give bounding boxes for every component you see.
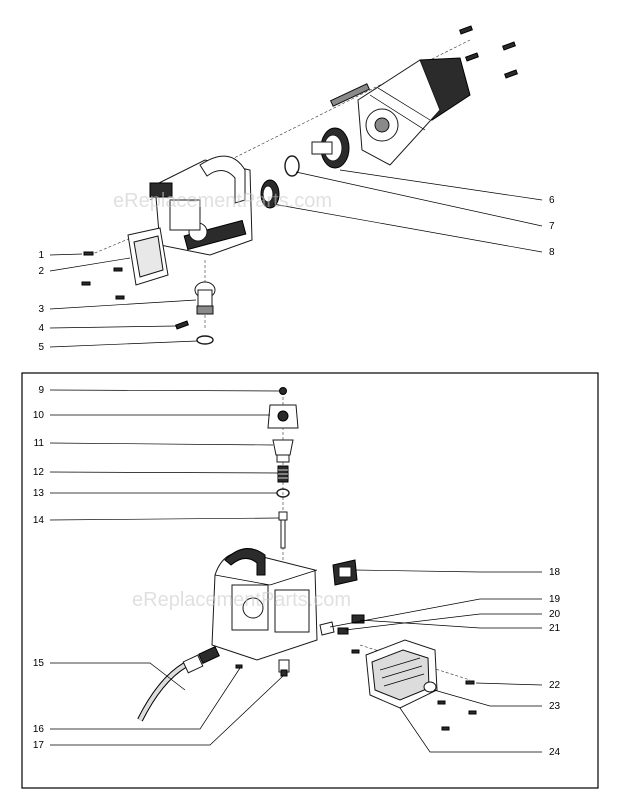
valve-housing-part <box>267 404 299 429</box>
callout-19: 19 <box>549 594 561 605</box>
motor-screws <box>459 25 518 79</box>
pump-housing-part <box>149 155 253 256</box>
callout-18: 18 <box>549 567 561 578</box>
top-assembly <box>81 25 518 345</box>
detail-frame <box>21 372 599 789</box>
callout-22: 22 <box>549 680 561 691</box>
callout-16: 16 <box>33 724 45 735</box>
drive-gear-part <box>311 127 350 169</box>
callout-21: 21 <box>549 623 561 634</box>
callout-20: 20 <box>549 609 561 620</box>
frame-housing-part <box>211 548 318 661</box>
pin-part <box>175 320 189 330</box>
callout-23: 23 <box>549 701 561 712</box>
callout-1: 1 <box>38 250 44 261</box>
callout-4: 4 <box>38 323 44 334</box>
switch-part <box>332 559 358 586</box>
callout-15: 15 <box>33 658 45 669</box>
callout-3: 3 <box>38 304 44 315</box>
callout-17: 17 <box>33 740 45 751</box>
bottom-assembly <box>137 387 477 731</box>
watermark-bottom: eReplacementParts.com <box>132 589 351 611</box>
connector-part <box>351 614 365 624</box>
callout-12: 12 <box>33 467 45 478</box>
gasket-ring-part <box>284 155 300 177</box>
callout-7: 7 <box>549 221 555 232</box>
callout-9: 9 <box>38 385 44 396</box>
motor-part <box>329 57 471 166</box>
bottom-leaders <box>49 389 543 753</box>
callout-13: 13 <box>33 488 45 499</box>
hose-part <box>137 646 220 722</box>
callout-labels: 1 2 3 4 5 6 7 8 9 10 11 12 13 14 15 16 1… <box>33 195 561 758</box>
callout-24: 24 <box>549 747 561 758</box>
callout-2: 2 <box>38 266 44 277</box>
plunger-part <box>278 511 288 549</box>
callout-11: 11 <box>34 438 45 449</box>
pinion-gear-part <box>260 179 280 209</box>
o-ring-part <box>196 335 214 345</box>
valve-seat-part <box>272 439 294 463</box>
module-screws <box>351 649 477 731</box>
callout-5: 5 <box>38 342 44 353</box>
spring-part <box>277 465 289 483</box>
outlet-fitting-part <box>194 281 216 315</box>
callout-8: 8 <box>549 247 555 258</box>
cap-plug-part <box>423 681 437 693</box>
watermark-top: eReplacementParts.com <box>113 190 332 212</box>
watermarks: eReplacementParts.com eReplacementParts.… <box>113 190 351 611</box>
plate-part <box>319 621 335 636</box>
top-leaders <box>49 169 543 348</box>
control-module-part <box>365 639 438 709</box>
small-screw-part <box>235 664 243 669</box>
cap-screw-part <box>279 387 287 395</box>
clip-part <box>337 627 349 635</box>
callout-6: 6 <box>549 195 555 206</box>
drain-fitting-part <box>278 659 290 677</box>
callout-14: 14 <box>33 515 45 526</box>
cover-plate-part <box>127 227 169 286</box>
callout-10: 10 <box>33 410 45 421</box>
cover-screws <box>81 251 125 300</box>
